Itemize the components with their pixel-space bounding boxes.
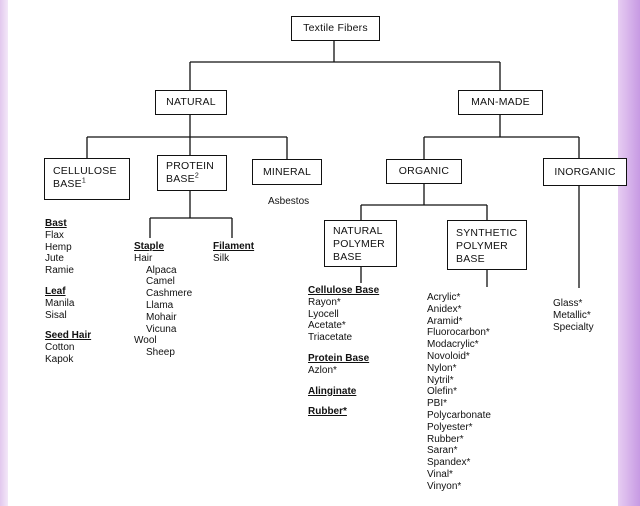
list-item: Cotton — [45, 342, 75, 354]
list-item: Alpaca — [146, 264, 177, 276]
list-item: Kapok — [45, 353, 74, 365]
cellulose-fiber-list: Bast Flax Hemp Jute Ramie Leaf Manila Si… — [45, 218, 91, 366]
subgroup-wool: Wool — [134, 335, 157, 347]
node-cellulose-footnote-mark: 1 — [81, 177, 86, 185]
node-synthetic-polymer-label-line1: SYNTHETIC — [456, 227, 518, 239]
list-item: Olefin* — [427, 386, 458, 398]
mineral-fiber-list: Asbestos — [268, 196, 309, 208]
node-mineral-label: MINERAL — [262, 165, 312, 178]
group-heading-alinginate: Alinginate — [308, 385, 357, 397]
list-item: Hemp — [45, 241, 72, 253]
list-item: Acrylic* — [427, 292, 461, 303]
list-item: Spandex* — [427, 457, 471, 469]
node-synthetic-polymer-base: SYNTHETIC POLYMER BASE — [447, 220, 527, 270]
list-item: Mohair — [146, 311, 177, 323]
list-item: Jute — [45, 253, 64, 265]
list-item: Llama — [146, 299, 174, 311]
node-inorganic-label: INORGANIC — [554, 165, 616, 178]
list-item: Polycarbonate — [427, 409, 491, 421]
list-item: Lyocell — [308, 308, 339, 320]
list-item: Glass* — [553, 298, 583, 309]
protein-staple-list: Staple Hair Alpaca Camel Cashmere Llama … — [134, 241, 192, 359]
node-natural-polymer-label-line1: NATURAL — [333, 225, 383, 237]
list-item: Anidex* — [427, 303, 462, 315]
list-item: Nytril* — [427, 374, 454, 386]
node-protein-footnote-mark: 2 — [194, 172, 199, 180]
list-item: Saran* — [427, 445, 458, 457]
list-item: Modacrylic* — [427, 339, 479, 351]
list-item: Sheep — [146, 347, 175, 359]
group-heading-staple: Staple — [134, 241, 165, 252]
node-man-made-label: MAN-MADE — [471, 96, 530, 108]
node-textile-fibers: Textile Fibers — [291, 16, 380, 41]
list-item: Flax — [45, 229, 64, 241]
group-heading-seed-hair: Seed Hair — [45, 330, 92, 342]
group-heading-rubber: Rubber* — [308, 406, 347, 418]
list-item: Silk — [213, 252, 230, 264]
list-item: Polyester* — [427, 421, 473, 433]
list-item: Azlon* — [308, 364, 337, 376]
inorganic-fiber-list: Glass* Metallic* Specialty — [553, 298, 594, 333]
node-protein-base: PROTEIN BASE2 — [157, 155, 227, 191]
node-synthetic-polymer-label-line2: POLYMER — [456, 240, 508, 252]
node-synthetic-polymer-label-line3: BASE — [456, 253, 485, 265]
list-item: Novoloid* — [427, 350, 470, 362]
synthetic-polymer-fiber-list: Acrylic* Anidex* Aramid* Fluorocarbon* M… — [427, 292, 491, 493]
list-item: Camel — [146, 276, 175, 288]
group-heading-filament: Filament — [213, 241, 255, 252]
list-item: Vicuna — [146, 323, 177, 335]
list-item: Manila — [45, 297, 75, 309]
node-natural-polymer-base: NATURAL POLYMER BASE — [324, 220, 397, 267]
list-item: Asbestos — [268, 196, 310, 207]
list-item: Rayon* — [308, 296, 341, 308]
node-organic: ORGANIC — [386, 159, 462, 184]
list-item: Nylon* — [427, 362, 457, 374]
node-natural-polymer-label-line2: POLYMER — [333, 238, 385, 250]
natural-polymer-fiber-list: Cellulose Base Rayon* Lyocell Acetate* T… — [308, 285, 379, 418]
node-natural-label: NATURAL — [166, 96, 216, 108]
list-item: Fluorocarbon* — [427, 327, 490, 339]
list-item: Vinal* — [427, 468, 453, 480]
list-item: PBI* — [427, 398, 448, 410]
list-item: Sisal — [45, 309, 67, 321]
node-protein-label-line2: BASE — [166, 173, 195, 185]
node-textile-fibers-label: Textile Fibers — [303, 22, 368, 34]
left-frame-border — [0, 0, 8, 506]
node-natural-polymer-label-line3: BASE — [333, 251, 362, 263]
node-cellulose-base: CELLULOSE BASE1 — [44, 158, 130, 200]
node-man-made: MAN-MADE — [458, 90, 543, 115]
list-item: Vinyon* — [427, 480, 462, 492]
group-heading-protein-base: Protein Base — [308, 352, 370, 364]
list-item: Triacetate — [308, 332, 353, 344]
node-mineral: MINERAL — [252, 159, 322, 185]
group-heading-bast: Bast — [45, 218, 67, 229]
list-item: Acetate* — [308, 320, 346, 332]
subgroup-hair: Hair — [134, 252, 153, 264]
group-heading-cellulose-base: Cellulose Base — [308, 285, 380, 296]
list-item: Rubber* — [427, 433, 464, 445]
protein-filament-list: Filament Silk — [213, 241, 254, 265]
list-item: Metallic* — [553, 309, 591, 321]
group-heading-leaf: Leaf — [45, 285, 66, 297]
node-cellulose-label-line1: CELLULOSE — [53, 165, 117, 177]
list-item: Aramid* — [427, 315, 463, 327]
node-inorganic: INORGANIC — [543, 158, 627, 186]
list-item: Specialty — [553, 321, 594, 333]
list-item: Ramie — [45, 265, 74, 277]
right-frame-border — [618, 0, 640, 506]
node-organic-label: ORGANIC — [398, 165, 450, 177]
node-cellulose-label-line2: BASE — [53, 178, 82, 190]
list-item: Cashmere — [146, 288, 193, 300]
node-protein-label-line1: PROTEIN — [166, 160, 215, 172]
node-natural: NATURAL — [155, 90, 227, 115]
